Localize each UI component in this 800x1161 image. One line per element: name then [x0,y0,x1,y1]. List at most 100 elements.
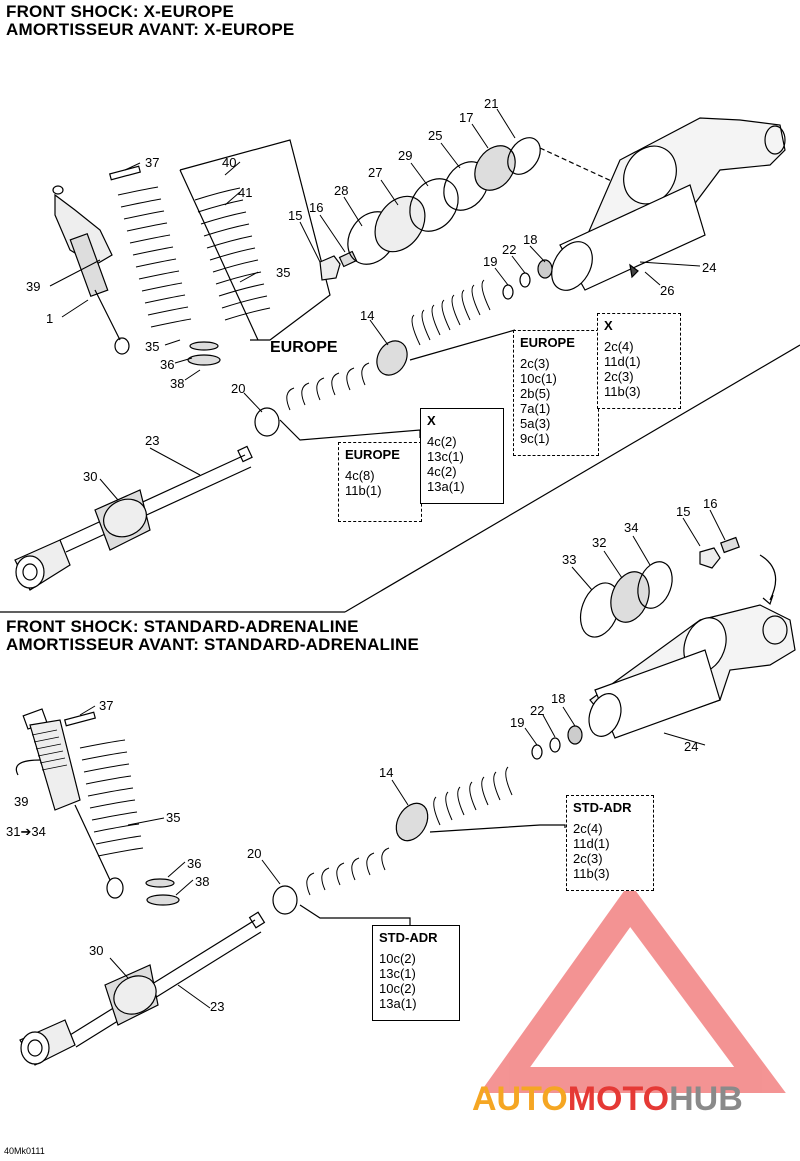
kit-row: 2c(3) [520,356,550,371]
part-number: 38 [195,874,210,889]
kit-table-europe-mid: EUROPE 4c(8) 11b(1) [338,442,422,522]
spring-europe [194,187,271,321]
reservoir-parts-top [319,137,541,281]
part-number: 35 [145,339,160,354]
part-number: 32 [592,535,607,550]
kit-header: X [604,318,613,333]
kit-header: X [427,413,436,428]
kit-row: 11b(3) [573,866,610,881]
part-number: 22 [502,242,517,257]
spring-compression-top [286,362,370,411]
part-number: 27 [368,165,383,180]
kit-table-x-mid: X 4c(2) 13c(1) 4c(2) 13a(1) [420,408,504,504]
part-number: 20 [247,846,262,861]
assembled-shock-top [52,185,130,355]
part-number: 30 [89,943,104,958]
kit-row: 13a(1) [427,479,465,494]
part-number: 37 [145,155,160,170]
watermark-auto: AUTO [472,1080,568,1118]
part-number: 16 [703,496,718,511]
watermark-hub: HUB [669,1080,743,1118]
title-std-adr-en: FRONT SHOCK: STANDARD-ADRENALINE [6,617,359,636]
part-number: 36 [160,357,175,372]
part-number: 18 [551,691,566,706]
kit-row: 2b(5) [520,386,551,401]
part-number: 34 [624,520,639,535]
part-number: 28 [334,183,349,198]
kit-row: 13c(1) [379,966,416,981]
kit-table-europe-top-right: EUROPE 2c(3) 10c(1) 2b(5) 7a(1) 5a(3) 9c… [513,330,599,456]
watermark-text: AUTOMOTOHUB [472,1080,743,1119]
part-number: 33 [562,552,577,567]
kit-row: 13a(1) [379,996,417,1011]
watermark-logo-triangle [479,882,786,1093]
part-number: 24 [702,260,717,275]
spring-main-bottom [79,739,144,857]
kit-header: EUROPE [520,335,575,350]
part-number: 24 [684,739,699,754]
part-number: 1 [46,311,54,326]
part-number: 14 [379,765,394,780]
kit-row: 2c(3) [604,369,634,384]
part-number: 25 [428,128,443,143]
kit-header: STD-ADR [379,930,438,945]
assembled-shock-bottom [15,708,124,899]
part-number: 20 [231,381,246,396]
part-number: 30 [83,469,98,484]
spring-rebound-top [411,279,491,346]
kit-row: 13c(1) [427,449,464,464]
shaft-top [14,445,253,591]
title-x-europe-fr: AMORTISSEUR AVANT: X-EUROPE [6,20,295,39]
kit-row: 2c(3) [573,851,603,866]
kit-row: 9c(1) [520,431,550,446]
kit-table-x-top-right: X 2c(4) 11d(1) 2c(3) 11b(3) [597,313,681,409]
part-number: 19 [510,715,525,730]
part-number: 18 [523,232,538,247]
shock-body-top [551,117,786,291]
kit-table-std-adr-top: STD-ADR 2c(4) 11d(1) 2c(3) 11b(3) [566,795,654,891]
part-number: 39 [26,279,41,294]
part-number: 23 [145,433,160,448]
part-number: 17 [459,110,474,125]
kit-row: 11d(1) [604,354,641,369]
spring-rebound-bottom [433,766,513,826]
part-number: 35 [276,265,291,280]
kit-row: 4c(2) [427,464,457,479]
part-number: 36 [187,856,202,871]
part-number: 23 [210,999,225,1014]
part-number: 14 [360,308,375,323]
watermark-moto: MOTO [567,1080,670,1118]
part-number: 19 [483,254,498,269]
title-std-adr-fr: AMORTISSEUR AVANT: STANDARD-ADRENALINE [6,635,420,654]
part-number: 38 [170,376,185,391]
kit-table-std-adr-bottom: STD-ADR 10c(2) 13c(1) 10c(2) 13a(1) [372,925,460,1021]
shock-body-bottom [588,554,796,739]
figure-code: 40Mk0111 [4,1146,45,1156]
part-number: 21 [484,96,499,111]
spring-compression-bottom [306,847,390,896]
kit-header: EUROPE [345,447,400,462]
kit-row: 11b(1) [345,483,382,498]
kit-row: 7a(1) [520,401,551,416]
spring-main-top [117,186,192,328]
kit-header: STD-ADR [573,800,632,815]
part-number: 15 [288,208,303,223]
kit-row: 4c(8) [345,468,375,483]
kit-row: 2c(4) [604,339,634,354]
kit-row: 5a(3) [520,416,551,431]
shaft-bottom [19,911,266,1066]
kit-row: 11b(3) [604,384,641,399]
part-number: 40 [222,155,237,170]
part-number: 15 [676,504,691,519]
part-number: 35 [166,810,181,825]
part-number: 31➔34 [6,824,46,839]
part-number: 37 [99,698,114,713]
part-number: 26 [660,283,675,298]
part-number: 29 [398,148,413,163]
kit-row: 10c(2) [379,981,416,996]
title-x-europe-en: FRONT SHOCK: X-EUROPE [6,2,235,21]
part-number: 41 [238,185,253,200]
kit-row: 10c(1) [520,371,557,386]
kit-row: 10c(2) [379,951,416,966]
